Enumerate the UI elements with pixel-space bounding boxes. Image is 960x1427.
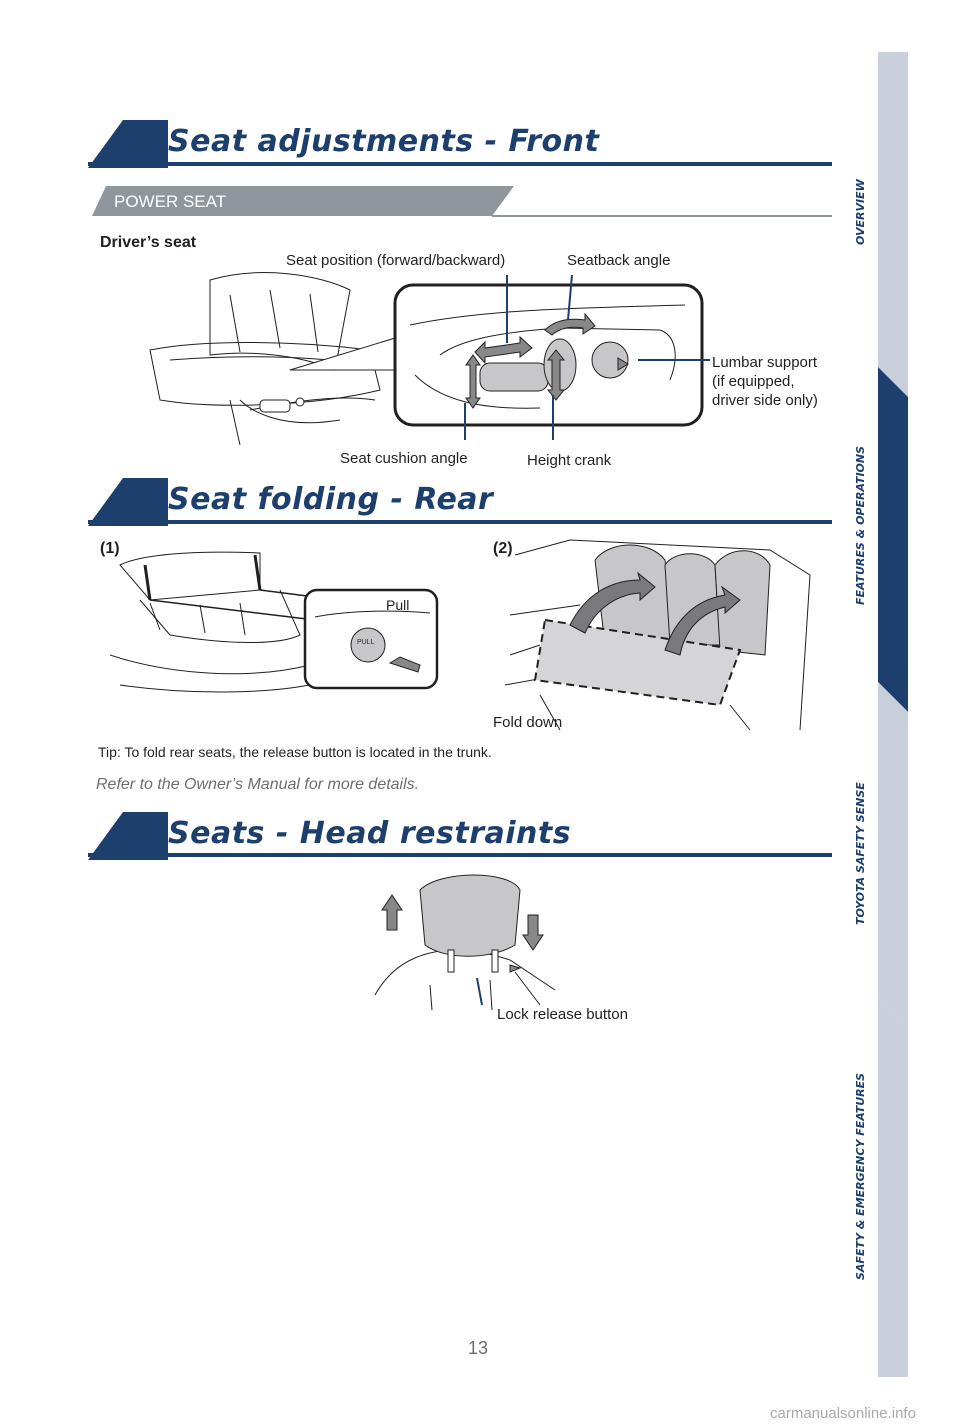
tab-safety-emergency[interactable]: SAFETY & EMERGENCY FEATURES: [854, 1072, 867, 1280]
tab-overview[interactable]: OVERVIEW: [854, 179, 867, 245]
tab-toyota-safety-sense[interactable]: TOYOTA SAFETY SENSE: [854, 782, 867, 925]
callout-lumbar-line3: driver side only): [712, 392, 818, 409]
rear-seat-fold-illustration: [504, 539, 811, 731]
watermark: carmanualsonline.info: [770, 1405, 916, 1422]
drivers-seat-label: Driver’s seat: [100, 234, 197, 251]
section-title-rear: Seat folding - Rear: [168, 482, 494, 517]
section-header-slant: [88, 120, 168, 168]
callout-height-crank: Height crank: [527, 452, 612, 469]
step-2-label: (2): [493, 540, 513, 557]
section-header-slant: [88, 478, 168, 526]
callout-lumbar-line1: Lumbar support: [712, 354, 818, 371]
pull-button-text: PULL: [357, 639, 375, 646]
section-rule: [88, 162, 832, 166]
refer-text: Refer to the Owner’s Manual for more det…: [96, 776, 420, 793]
section-header-slant: [88, 812, 168, 860]
page-number: 13: [468, 1338, 489, 1358]
step-1-label: (1): [100, 540, 120, 557]
lock-release-label: Lock release button: [497, 1006, 628, 1023]
trunk-illustration: [110, 551, 439, 693]
section-title-head: Seats - Head restraints: [168, 816, 572, 851]
subheader-power-seat: POWER SEAT: [114, 192, 227, 211]
pull-label: Pull: [386, 597, 410, 613]
tip-text: Tip: To fold rear seats, the release but…: [98, 744, 492, 760]
head-restraint-illustration: [374, 874, 556, 1010]
section-rule: [88, 853, 832, 857]
power-seat-illustration: [149, 272, 710, 446]
fold-down-label: Fold down: [493, 714, 563, 731]
tab-features-operations[interactable]: FEATURES & OPERATIONS: [854, 445, 867, 605]
callout-lumbar-line2: (if equipped,: [712, 373, 795, 390]
section-title-front: Seat adjustments - Front: [168, 124, 600, 159]
section-rule: [88, 520, 832, 524]
callout-seatback-angle: Seatback angle: [567, 252, 671, 269]
callout-seat-position: Seat position (forward/backward): [286, 252, 506, 269]
subheader-bar: [92, 186, 832, 217]
callout-seat-cushion: Seat cushion angle: [340, 450, 468, 467]
side-tab-strip: [878, 52, 908, 1377]
